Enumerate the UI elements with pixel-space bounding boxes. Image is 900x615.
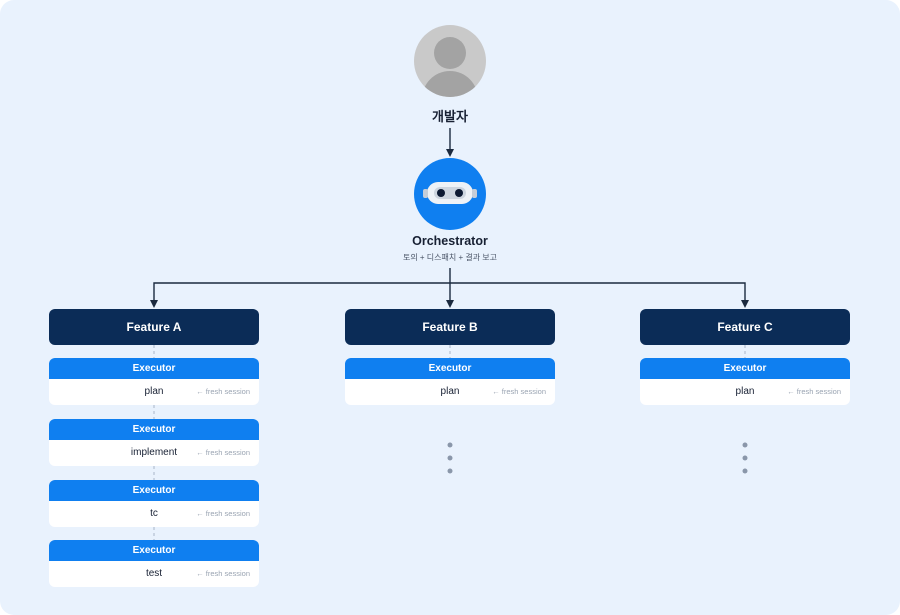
feature-a-box: Feature A (49, 309, 259, 345)
developer-label: 개발자 (432, 109, 468, 124)
executor-task: implement (130, 447, 178, 458)
developer-avatar-icon (414, 25, 486, 97)
orchestrator-title: Orchestrator (412, 234, 488, 248)
arrow-orchestrator-to-feature-a (150, 282, 450, 308)
executor-header: Executor (49, 540, 259, 561)
executor-header: Executor (49, 480, 259, 501)
executor-box: Executor test ← fresh session (49, 540, 259, 587)
executor-header: Executor (640, 358, 850, 379)
executor-note: ← fresh session (196, 569, 250, 578)
continuation-dots-feature-c (742, 442, 748, 474)
executor-task: plan (144, 386, 164, 397)
executor-header: Executor (49, 419, 259, 440)
executor-box: Executor plan ← fresh session (640, 358, 850, 405)
continuation-dots-feature-b (447, 442, 453, 474)
orchestrator-subtitle: 토의 + 디스패치 + 결과 보고 (402, 253, 498, 262)
executor-box: Executor implement ← fresh session (49, 419, 259, 466)
arrow-orchestrator-to-feature-c (450, 282, 749, 308)
executor-box: Executor plan ← fresh session (345, 358, 555, 405)
executor-header: Executor (345, 358, 555, 379)
executor-header: Executor (49, 358, 259, 379)
executor-box: Executor plan ← fresh session (49, 358, 259, 405)
executor-note: ← fresh session (787, 387, 841, 396)
executor-note: ← fresh session (196, 387, 250, 396)
executor-note: ← fresh session (492, 387, 546, 396)
executor-task: tc (150, 508, 158, 519)
executor-note: ← fresh session (196, 509, 250, 518)
robot-icon (414, 158, 486, 230)
executor-task: test (145, 568, 163, 579)
feature-b-box: Feature B (345, 309, 555, 345)
executor-task: plan (440, 386, 460, 397)
executor-task: plan (735, 386, 755, 397)
feature-c-box: Feature C (640, 309, 850, 345)
executor-links (153, 345, 746, 540)
executor-note: ← fresh session (196, 448, 250, 457)
executor-box: Executor tc ← fresh session (49, 480, 259, 527)
